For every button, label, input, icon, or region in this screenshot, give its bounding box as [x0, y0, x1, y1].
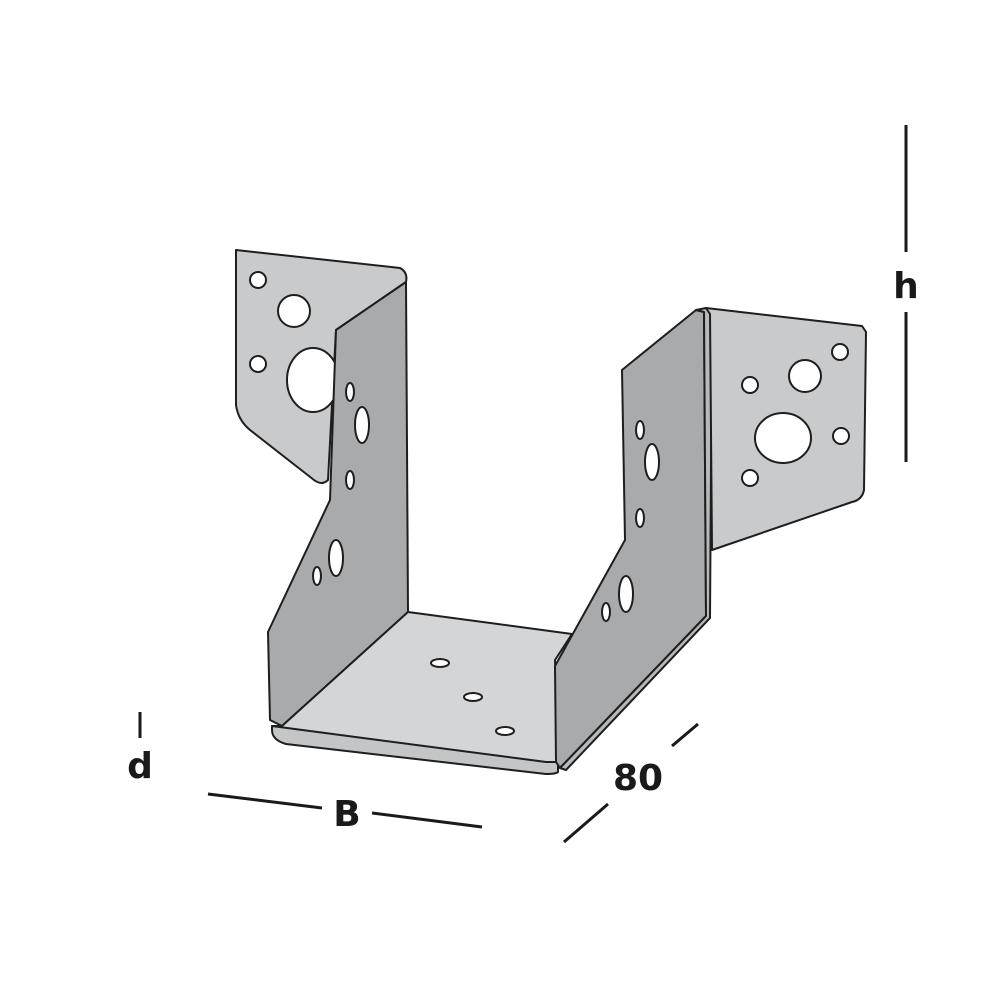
- height-label: h: [893, 266, 919, 307]
- left-wall-hole: [345, 382, 355, 402]
- seat-hole: [495, 726, 515, 736]
- right-flange-hole: [741, 469, 759, 487]
- right-flange: [705, 307, 867, 551]
- right-flange-hole: [831, 343, 849, 361]
- left-flange-hole: [277, 294, 311, 328]
- left-wall-hole: [312, 566, 322, 586]
- seat-hole: [430, 658, 450, 668]
- width-label: B: [333, 794, 360, 835]
- left-wall: [267, 281, 409, 727]
- left-wall-hole: [328, 539, 344, 577]
- seat-hole: [463, 692, 483, 702]
- right-wall-hole: [644, 443, 660, 481]
- depth-dimension: 80: [563, 722, 699, 844]
- right-flange-hole: [788, 359, 822, 393]
- right-wall-hole: [618, 575, 634, 613]
- seat-plate: [271, 611, 573, 775]
- width-dimension-line: [371, 811, 483, 829]
- left-flange-hole: [249, 355, 267, 373]
- right-wall: [554, 307, 713, 771]
- right-flange-hole: [754, 412, 812, 464]
- right-wall-hole: [635, 420, 645, 440]
- depth-dimension-line: [563, 802, 609, 844]
- left-flange-hole: [286, 347, 340, 413]
- left-wall-face: [267, 281, 409, 727]
- thickness-dimension: d: [127, 712, 153, 787]
- depth-label: 80: [613, 758, 663, 799]
- left-flange-hole: [249, 271, 267, 289]
- seat-front-edge: [271, 725, 559, 775]
- right-wall-hole: [601, 602, 611, 622]
- width-dimension: B: [207, 792, 483, 835]
- left-wall-hole: [345, 470, 355, 490]
- width-dimension-line: [207, 792, 323, 810]
- right-flange-hole: [832, 427, 850, 445]
- depth-dimension-line: [671, 722, 699, 748]
- height-dimension: h: [893, 125, 919, 462]
- thickness-label: d: [127, 746, 153, 787]
- right-wall-hole: [635, 508, 645, 528]
- left-wall-hole: [354, 406, 370, 444]
- right-flange-hole: [741, 376, 759, 394]
